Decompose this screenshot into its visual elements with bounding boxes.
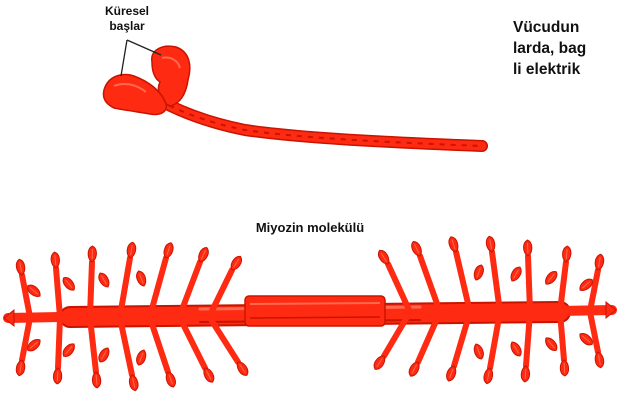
globular-head-lower: [103, 75, 166, 115]
myosin-tail: [150, 95, 482, 146]
myosin-filament: [4, 236, 616, 392]
myosin-single-molecule: [103, 40, 482, 146]
